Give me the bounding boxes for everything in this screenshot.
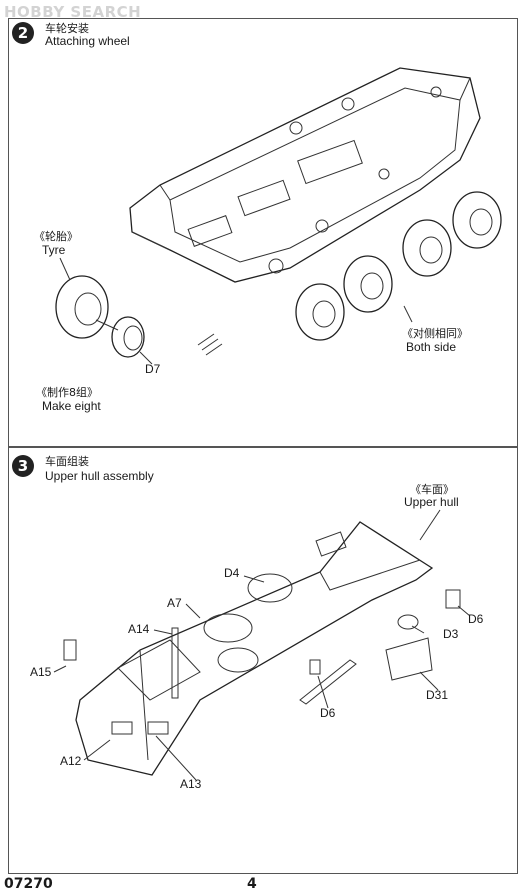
part-d3-label: D3 [443, 627, 459, 641]
upper-hull-illustration [75, 521, 434, 776]
make-eight-en: Make eight [42, 399, 101, 413]
tyre-label-en: Tyre [42, 243, 66, 257]
step-2-panel [8, 18, 518, 447]
hub-d7-illustration [111, 316, 145, 358]
lower-hull-illustration [129, 67, 481, 283]
part-illustrations [63, 589, 461, 735]
hobby-search-watermark: HOBBY SEARCH [4, 3, 142, 21]
mounted-wheels-illustration [295, 191, 502, 341]
step-3-title-en: Upper hull assembly [45, 469, 154, 483]
both-side-cn: 《对侧相同》 [402, 327, 468, 340]
part-d6-bottom-label: D6 [320, 706, 336, 720]
step-2-title-cn: 车轮安装 [45, 22, 89, 35]
step-3-panel [8, 447, 518, 874]
part-a13-label: A13 [180, 777, 202, 791]
part-d31-label: D31 [426, 688, 449, 702]
step-2-title-en: Attaching wheel [45, 34, 130, 48]
part-a7-label: A7 [167, 596, 182, 610]
tyre-label-cn: 《轮胎》 [34, 230, 78, 243]
direction-arrows [197, 333, 223, 356]
part-d4-label: D4 [224, 566, 240, 580]
part-d7-label: D7 [145, 362, 161, 376]
step-3-number: 3 [12, 455, 34, 477]
leader-lines [53, 509, 471, 781]
upper-hull-label-cn: 《车面》 [410, 483, 454, 496]
step-3-title-cn: 车面组装 [45, 455, 89, 468]
both-side-en: Both side [406, 340, 457, 354]
part-a12-label: A12 [60, 754, 82, 768]
step-2-number: 2 [12, 22, 34, 44]
kit-code: 07270 [4, 876, 53, 892]
page-number: 4 [247, 876, 257, 892]
part-a14-label: A14 [128, 622, 150, 636]
upper-hull-label-en: Upper hull [404, 495, 459, 509]
make-eight-cn: 《制作8组》 [36, 386, 98, 399]
part-a15-label: A15 [30, 665, 52, 679]
part-d6-right-label: D6 [468, 612, 484, 626]
tyre-illustration [55, 275, 109, 339]
